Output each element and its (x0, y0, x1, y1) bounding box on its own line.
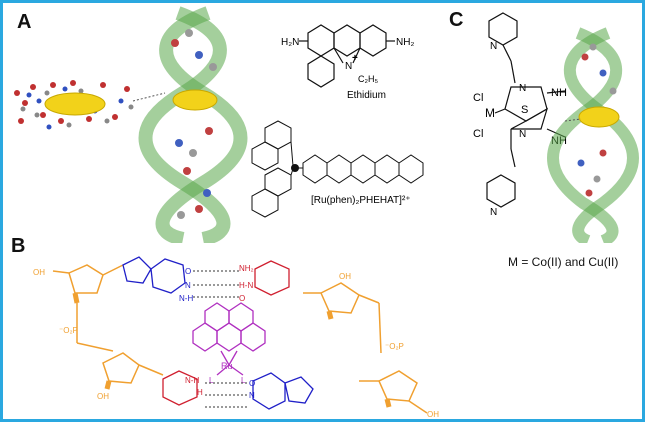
top-pair-o-l: O (239, 294, 245, 303)
ru-complex-label: [Ru(phen)₂PHEHAT]²⁺ (311, 195, 411, 206)
top-pair-nh: N-H (179, 294, 193, 303)
pyridine-n-top: N (490, 41, 497, 52)
dna-helix-c (547, 27, 639, 243)
metal-symbol: M (485, 106, 495, 120)
top-pair-n: N (185, 281, 191, 290)
panel-a-graphics: H₂N NH₂ N C₂H₅ + Ethidium [Ru(phen)₂PHEH… (14, 6, 424, 243)
bottom-pair-o: O (249, 379, 255, 388)
phosphate-left: ⁻O₂P (59, 326, 78, 335)
ethidium-amine-right: NH₂ (396, 37, 414, 48)
oh-right-top: OH (339, 272, 351, 281)
nh-top: NH (551, 87, 567, 99)
imine-n-bottom: N (519, 129, 526, 140)
ethidium-substituent: C₂H₅ (358, 74, 378, 84)
ethidium-charge: + (352, 53, 358, 64)
chloride-bottom: Cl (473, 128, 483, 140)
base-purine-top (122, 256, 186, 294)
ru-dppz-intercalator (192, 302, 266, 376)
oh-left-bottom: OH (97, 392, 109, 401)
bottom-pair-nh: N-H (185, 376, 199, 385)
ru-metal-center-icon (291, 164, 299, 172)
dna-base-stack-model (14, 80, 166, 130)
ethidium-n: N (345, 61, 352, 72)
pyridine-n-bottom: N (490, 207, 497, 218)
chloride-top: Cl (473, 92, 483, 104)
panel-c-graphics: M Cl Cl S NH NH N N N N (473, 12, 639, 243)
top-pair-hn: H-N (239, 281, 253, 290)
dna-helix-a (138, 6, 248, 243)
oh-right-bottom: OH (427, 410, 439, 419)
ligand-l-left: L (209, 376, 214, 385)
top-pair-nh2: NH₂ (239, 264, 254, 273)
bottom-pair-n-l: N (249, 391, 255, 400)
sulfur-atom: S (521, 104, 528, 116)
ligand-l-right: L (241, 376, 246, 385)
imine-n-top: N (519, 83, 526, 94)
panel-b-label: B (11, 235, 26, 257)
base-pyrimidine-bottom (162, 370, 198, 406)
base-purine-bottom (252, 372, 314, 410)
base-pyrimidine-top (254, 260, 290, 296)
panel-c-label: C (449, 9, 464, 31)
oh-left-top: OH (33, 268, 45, 277)
panel-a-label: A (17, 11, 32, 33)
ethidium-label: Ethidium (347, 90, 386, 101)
top-pair-o: O (185, 267, 191, 276)
ru-center-label: Ru (221, 361, 233, 371)
sugar-phosphate-backbone (52, 264, 428, 414)
phosphate-right: ⁻O₂P (385, 342, 404, 351)
metal-legend: M = Co(II) and Cu(II) (508, 255, 619, 269)
ethidium-amine-left: H₂N (281, 37, 299, 48)
panel-b-graphics: OH OH OH OH ⁻O₂P ⁻O₂P O NH₂ H-N N O N-H (33, 256, 439, 419)
ethidium-structure (299, 24, 395, 88)
bottom-pair-h: H (197, 388, 203, 397)
